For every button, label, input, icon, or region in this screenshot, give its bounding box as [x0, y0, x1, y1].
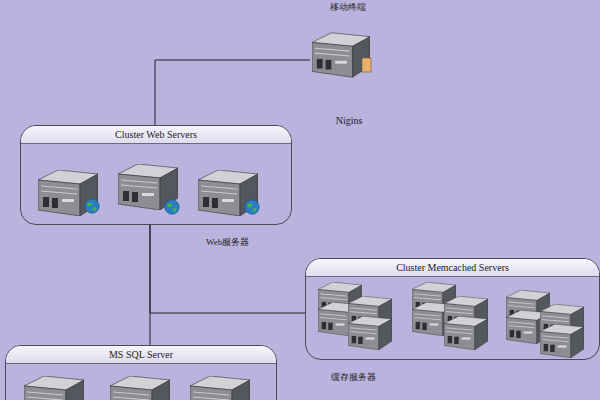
cluster-title: Cluster Web Servers: [27, 129, 285, 140]
server-cluster-box: Cluster Memcached Servers: [305, 258, 600, 360]
cluster-title: Cluster Memcached Servers: [312, 262, 593, 273]
server-node: Nigins: [310, 30, 388, 126]
network-link: [150, 225, 305, 313]
server-cluster-box: MS SQL Server: [5, 345, 277, 400]
cluster-title: MS SQL Server: [12, 349, 270, 360]
server-name: Nigins: [310, 115, 388, 126]
network-link: [150, 225, 151, 345]
network-link: [155, 60, 310, 125]
cluster-header: Cluster Memcached Servers: [306, 259, 599, 277]
caption-label: 移动终端: [330, 1, 366, 14]
cluster-header: MS SQL Server: [6, 346, 276, 364]
caption-label: 缓存服务器: [331, 371, 376, 384]
caption-label: Web服务器: [206, 236, 249, 249]
cluster-header: Cluster Web Servers: [21, 126, 291, 144]
server-cluster-box: Cluster Web Servers: [20, 125, 292, 225]
